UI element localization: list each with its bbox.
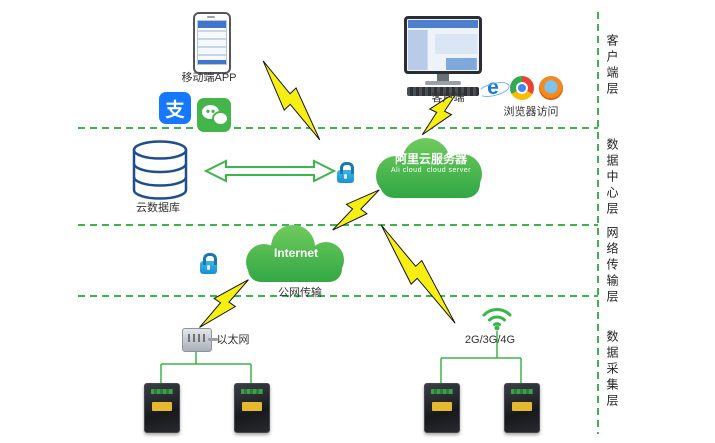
layer-label-client: 客户端层 bbox=[605, 34, 619, 98]
device-icon-1 bbox=[144, 383, 180, 433]
internet-label: Internet bbox=[273, 246, 318, 260]
alipay-glyph: 支 bbox=[165, 99, 185, 121]
phone-speaker bbox=[207, 16, 215, 18]
desktop-computer-icon bbox=[404, 16, 482, 96]
cloud-database-label: 云数据库 bbox=[136, 202, 180, 214]
layer-label-acquisition: 数据采集层 bbox=[605, 330, 619, 410]
browser-access-label: 浏览器访问 bbox=[503, 106, 559, 118]
cellular-label: 2G/3G/4G bbox=[464, 334, 516, 346]
layer-label-network: 网络传输层 bbox=[605, 226, 619, 306]
mobile-phone-icon bbox=[193, 12, 231, 74]
chrome-browser-icon bbox=[510, 76, 534, 100]
phone-screen bbox=[197, 20, 227, 65]
monitor-base bbox=[425, 81, 461, 85]
cloud-database-icon bbox=[132, 140, 188, 200]
lock-icon-alicloud bbox=[337, 162, 354, 183]
client-label: 客户端 bbox=[431, 92, 465, 104]
device-icon-3 bbox=[424, 383, 460, 433]
monitor bbox=[404, 16, 482, 74]
wechat-icon bbox=[197, 98, 231, 132]
lock-icon-internet bbox=[200, 253, 217, 274]
ali-cloud-label-en: Ali cloud cloud server bbox=[391, 167, 471, 174]
device-icon-4 bbox=[504, 383, 540, 433]
ie-browser-icon: e bbox=[481, 76, 505, 100]
monitor-screen bbox=[408, 20, 478, 70]
ali-cloud-label-cn: 阿里云服务器 bbox=[394, 152, 467, 166]
ali-cloud-label: 阿里云服务器 Ali cloud cloud server bbox=[370, 152, 492, 175]
public-network-label: 公网传输 bbox=[278, 287, 322, 299]
alipay-icon: 支 bbox=[159, 92, 191, 124]
sync-arrow bbox=[203, 159, 337, 183]
cellular-branch-lines bbox=[440, 331, 522, 383]
monitor-stand bbox=[437, 74, 449, 81]
ali-cloud-shape bbox=[376, 138, 482, 198]
ethernet-branch-lines bbox=[160, 352, 252, 383]
firefox-browser-icon bbox=[539, 76, 563, 100]
ethernet-icon bbox=[182, 328, 218, 352]
mobile-app-label: 移动端APP bbox=[181, 72, 237, 84]
lightning-to-cellular bbox=[367, 222, 469, 327]
keyboard-icon bbox=[407, 87, 479, 96]
layer-label-data-center: 数据中心层 bbox=[605, 138, 619, 218]
lightning-mobile-to-alicloud bbox=[249, 58, 333, 144]
internet-cloud-shape bbox=[246, 225, 344, 282]
ie-glyph: e bbox=[487, 76, 499, 99]
wifi-signal-icon bbox=[482, 308, 512, 331]
device-icon-2 bbox=[234, 383, 270, 433]
ethernet-label: 以太网 bbox=[216, 334, 250, 346]
